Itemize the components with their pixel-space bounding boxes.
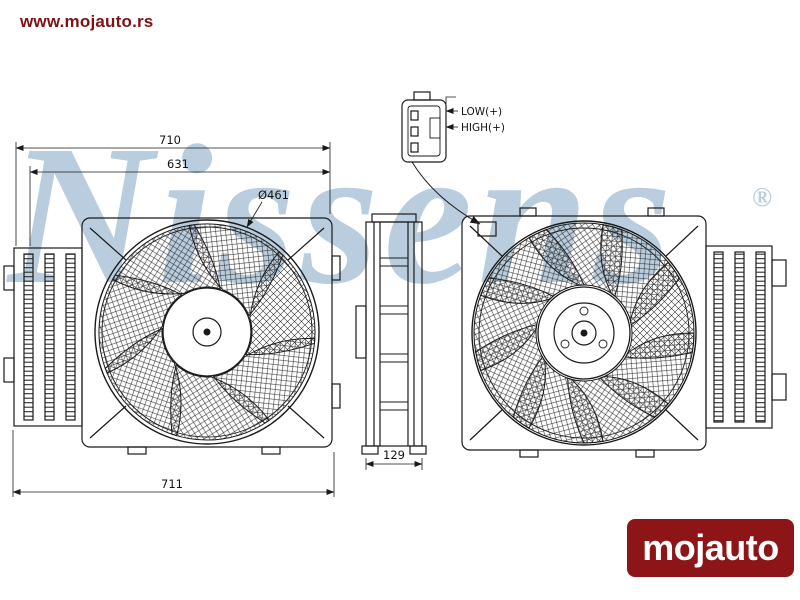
connector-high-label: HIGH(+) bbox=[461, 122, 505, 134]
connector-mount bbox=[477, 221, 497, 237]
dimension-depth-label: 129 bbox=[383, 448, 405, 462]
registered-trademark-symbol: ® bbox=[752, 182, 773, 212]
front-corner-brace bbox=[89, 227, 127, 261]
front-mount-tab-upper bbox=[331, 255, 341, 281]
rear-foot-right bbox=[635, 449, 655, 458]
front-hub-center bbox=[203, 328, 211, 336]
front-left-tab-upper bbox=[3, 265, 15, 291]
rear-top-clip-right bbox=[647, 207, 665, 217]
connector-inner bbox=[407, 105, 441, 157]
front-mount-tab-lower bbox=[331, 383, 341, 409]
rear-right-bracket bbox=[705, 245, 773, 429]
rear-hub-center bbox=[580, 329, 588, 337]
dimension-inner-width: 631 bbox=[29, 157, 331, 246]
front-foot-left bbox=[127, 446, 147, 455]
rear-fan-ring-outer bbox=[471, 220, 697, 446]
rear-top-clip-left bbox=[519, 207, 537, 217]
front-fan bbox=[74, 196, 338, 456]
dimension-depth: 129 bbox=[365, 448, 423, 470]
connector-top-tab bbox=[413, 91, 431, 101]
side-foot-left bbox=[361, 445, 379, 455]
dimension-bottom-width-label: 711 bbox=[161, 477, 183, 491]
connector-body bbox=[401, 99, 447, 163]
dimension-top-width-label: 710 bbox=[159, 133, 181, 147]
front-view bbox=[3, 196, 341, 456]
connector-bracket-mark bbox=[445, 96, 456, 104]
rear-hub-screw bbox=[560, 339, 570, 349]
side-foot-right bbox=[409, 445, 427, 455]
front-bracket-slats bbox=[23, 253, 76, 421]
front-foot-right bbox=[261, 446, 281, 455]
connector-pin bbox=[410, 110, 419, 121]
front-left-bracket bbox=[13, 247, 83, 427]
rear-foot-left bbox=[519, 449, 539, 458]
front-corner-brace bbox=[89, 405, 127, 439]
rear-corner-brace bbox=[665, 225, 699, 257]
connector-leader-line bbox=[411, 161, 481, 225]
rear-right-tab-upper bbox=[771, 259, 787, 287]
front-hub-inner bbox=[192, 317, 222, 347]
rear-hub-ring bbox=[553, 302, 615, 364]
site-url-text: www.mojauto.rs bbox=[20, 12, 154, 31]
side-top-cap bbox=[371, 213, 417, 223]
front-dimensions: 710 631 Ø461 711 bbox=[12, 133, 335, 497]
side-view: 129 bbox=[355, 213, 427, 470]
rear-hub-screw bbox=[579, 306, 589, 316]
connector-latch bbox=[429, 117, 441, 139]
connector-detail: LOW(+) HIGH(+) bbox=[401, 91, 505, 225]
rear-bracket-slats bbox=[713, 251, 766, 423]
rear-hub-screw bbox=[598, 339, 608, 349]
mojauto-logo: mojauto bbox=[627, 519, 794, 577]
rear-fan bbox=[455, 207, 715, 465]
front-fan-ring-outer bbox=[94, 219, 320, 445]
side-motor-bump bbox=[355, 305, 367, 359]
rear-hub-inner bbox=[571, 320, 597, 346]
connector-low-label: LOW(+) bbox=[461, 106, 502, 118]
connector-labels: LOW(+) HIGH(+) bbox=[445, 106, 505, 134]
rear-view bbox=[455, 207, 787, 465]
dimension-bottom-width: 711 bbox=[12, 430, 335, 497]
rear-right-tab-lower bbox=[771, 373, 787, 401]
connector-pin bbox=[410, 126, 419, 137]
front-corner-brace bbox=[287, 405, 325, 439]
connector-pin bbox=[410, 142, 419, 153]
dimension-top-width: 710 bbox=[15, 133, 331, 246]
rear-corner-brace bbox=[665, 409, 699, 441]
front-corner-brace bbox=[287, 227, 325, 261]
dimension-fan-diameter-label: Ø461 bbox=[258, 188, 289, 202]
mojauto-logo-text: mojauto bbox=[642, 527, 779, 568]
front-left-tab-lower bbox=[3, 357, 15, 383]
dimension-fan-diameter: Ø461 bbox=[246, 188, 289, 228]
rear-corner-brace bbox=[469, 225, 503, 257]
side-rib-lines bbox=[380, 257, 408, 411]
dimension-inner-width-label: 631 bbox=[167, 157, 189, 171]
rear-corner-brace bbox=[469, 409, 503, 441]
